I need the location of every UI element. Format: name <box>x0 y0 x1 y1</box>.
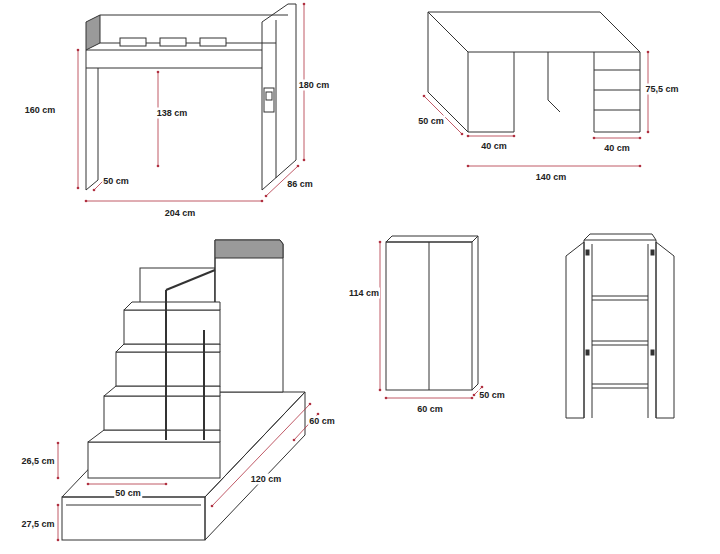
dimension-label: 60 cm <box>308 416 336 427</box>
dimension-label: 40 cm <box>480 141 508 152</box>
dimension-label: 180 cm <box>298 80 331 91</box>
dimension-label: 120 cm <box>250 474 283 485</box>
dimension-label: 60 cm <box>416 404 444 415</box>
dimension-lines <box>58 4 648 540</box>
dimension-label: 160 cm <box>24 105 57 116</box>
dimension-label: 138 cm <box>156 108 189 119</box>
dimension-label: 40 cm <box>603 143 631 154</box>
dimension-label: 26,5 cm <box>20 456 55 467</box>
dimension-label: 86 cm <box>286 179 314 190</box>
dimension-label: 204 cm <box>164 208 197 219</box>
dimension-label: 50 cm <box>478 390 506 401</box>
dimension-label: 50 cm <box>102 176 130 187</box>
dimension-label: 50 cm <box>417 116 445 127</box>
dimension-label: 114 cm <box>348 288 380 299</box>
dimension-label: 140 cm <box>535 172 568 183</box>
bed-outline <box>62 4 674 540</box>
dimension-label: 27,5 cm <box>20 519 55 530</box>
dimension-label: 75,5 cm <box>644 84 679 95</box>
dimension-label: 50 cm <box>114 488 142 499</box>
